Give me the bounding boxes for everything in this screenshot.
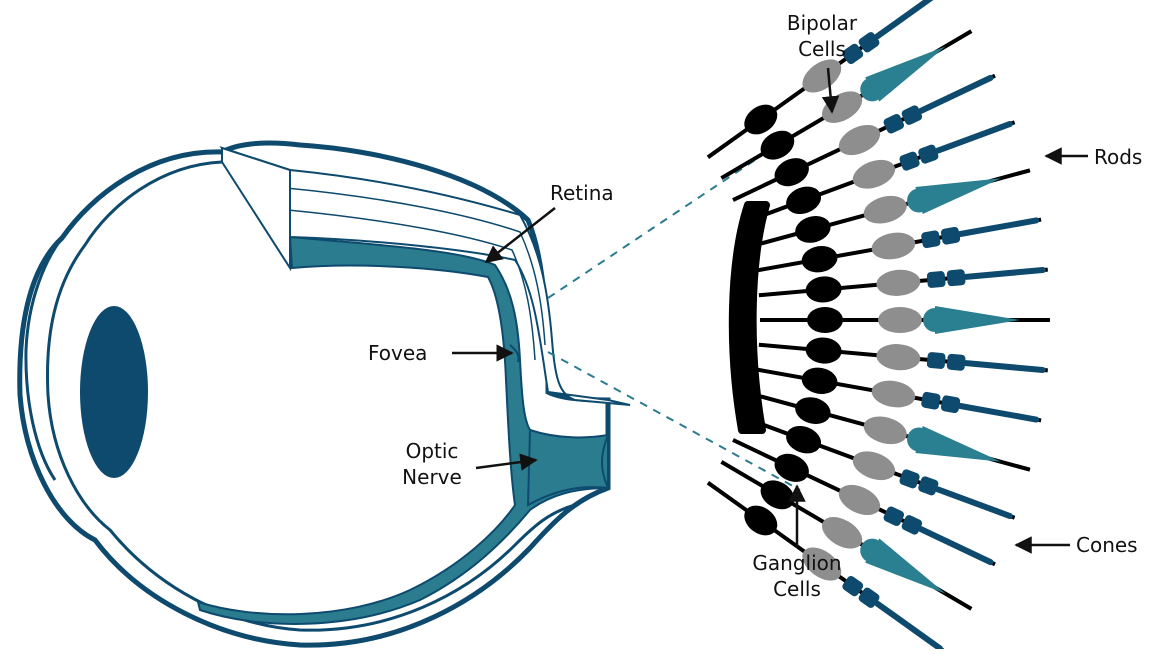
cone-body [923,308,947,332]
rod-outer-segment [960,406,1036,420]
rod-outer-segment [921,78,991,111]
label-fovea: Fovea [368,341,427,365]
cone-body [907,427,931,451]
label-ganglion-line2: Cells [773,577,821,601]
rod-outer-segment [966,363,1043,370]
rod-outer-segment [938,124,1010,151]
label-bipolar-line2: Cells [798,37,846,61]
rod-body [940,395,961,414]
rod-outer-segment [938,489,1010,516]
rod-outer-segment [960,220,1036,234]
rod-outer-segment [877,0,940,36]
rod-cell [927,271,946,289]
cone-body [860,77,884,101]
rod-cell [921,391,942,410]
ganglion-cell [792,393,834,428]
label-retina: Retina [550,181,614,205]
ganglion-cell [800,365,840,397]
label-optic-line2: Nerve [402,465,462,489]
bipolar-cell [817,85,868,130]
rod-cell [898,468,920,489]
bipolar-cell [861,191,910,228]
cone-cell [935,306,1020,334]
lens [80,306,148,478]
ganglion-cell [782,421,825,458]
bipolar-cell [834,119,885,161]
ganglion-cell [782,182,825,219]
eye-cross-section [20,143,800,645]
cone-body [860,539,884,563]
rod-outer-segment [877,604,940,649]
rod-body [940,226,961,245]
bipolar-cell [869,377,917,410]
rod-cell [882,505,905,527]
cone-body [907,189,931,213]
bipolar-cell [834,479,885,521]
cutaway-front-face [222,148,290,268]
rod-cell [898,150,920,171]
label-cones: Cones [1076,533,1138,557]
label-ganglion-line1: Ganglion [752,551,841,575]
ganglion-cell [800,243,840,275]
rod-body [917,144,939,165]
label-bipolar-line1: Bipolar [787,11,858,35]
rod-outer-segment [921,529,991,562]
rod-body [917,475,939,496]
label-rods: Rods [1094,145,1142,169]
bipolar-cell [878,307,922,333]
ganglion-cell [805,336,843,365]
bipolar-cell [849,154,899,194]
bipolar-cell [849,446,899,486]
bipolar-cell [869,229,917,262]
rod-body [900,104,923,126]
bipolar-cell [875,342,921,372]
rod-body [946,269,965,287]
rod-cell [921,230,942,249]
bipolar-cell [817,510,868,555]
rod-body [900,514,923,536]
rod-cell [927,352,946,370]
rod-cell [882,113,905,135]
bipolar-cell [861,412,910,449]
rod-outer-segment [966,270,1043,277]
ganglion-cell [805,275,843,304]
bipolar-cell [875,268,921,298]
label-optic-line1: Optic [406,439,459,463]
ganglion-cell [807,307,843,333]
rod-body [946,354,965,372]
ganglion-cell [792,212,834,247]
